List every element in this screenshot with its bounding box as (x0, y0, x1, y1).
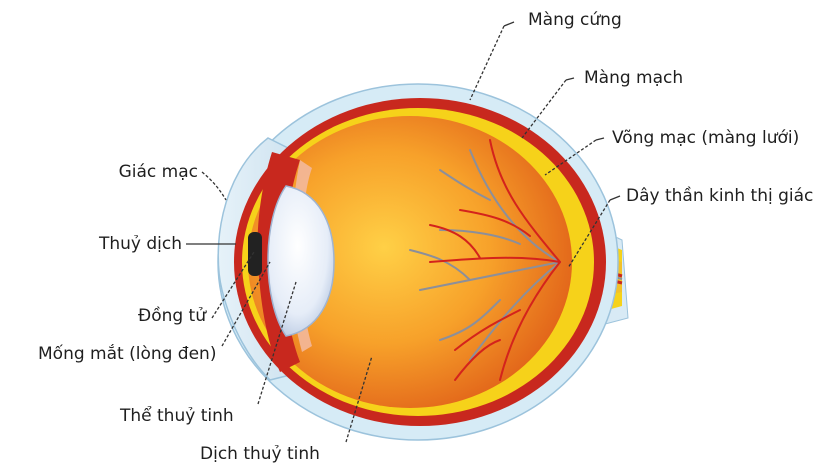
label-pupil: Đồng tử (96, 306, 206, 326)
label-iris: Mống mắt (lòng đen) (38, 344, 216, 364)
label-choroid: Màng mạch (584, 68, 683, 88)
label-cornea: Giác mạc (88, 162, 198, 182)
pupil (248, 232, 262, 276)
label-optic-nerve: Dây thần kinh thị giác (626, 186, 813, 206)
label-retina: Võng mạc (màng lưới) (612, 128, 799, 148)
label-lens: Thể thuỷ tinh (120, 406, 234, 426)
label-aqueous-humor: Thuỷ dịch (60, 234, 182, 254)
label-sclera: Màng cứng (528, 10, 622, 30)
label-vitreous-humor: Dịch thuỷ tinh (200, 444, 320, 464)
